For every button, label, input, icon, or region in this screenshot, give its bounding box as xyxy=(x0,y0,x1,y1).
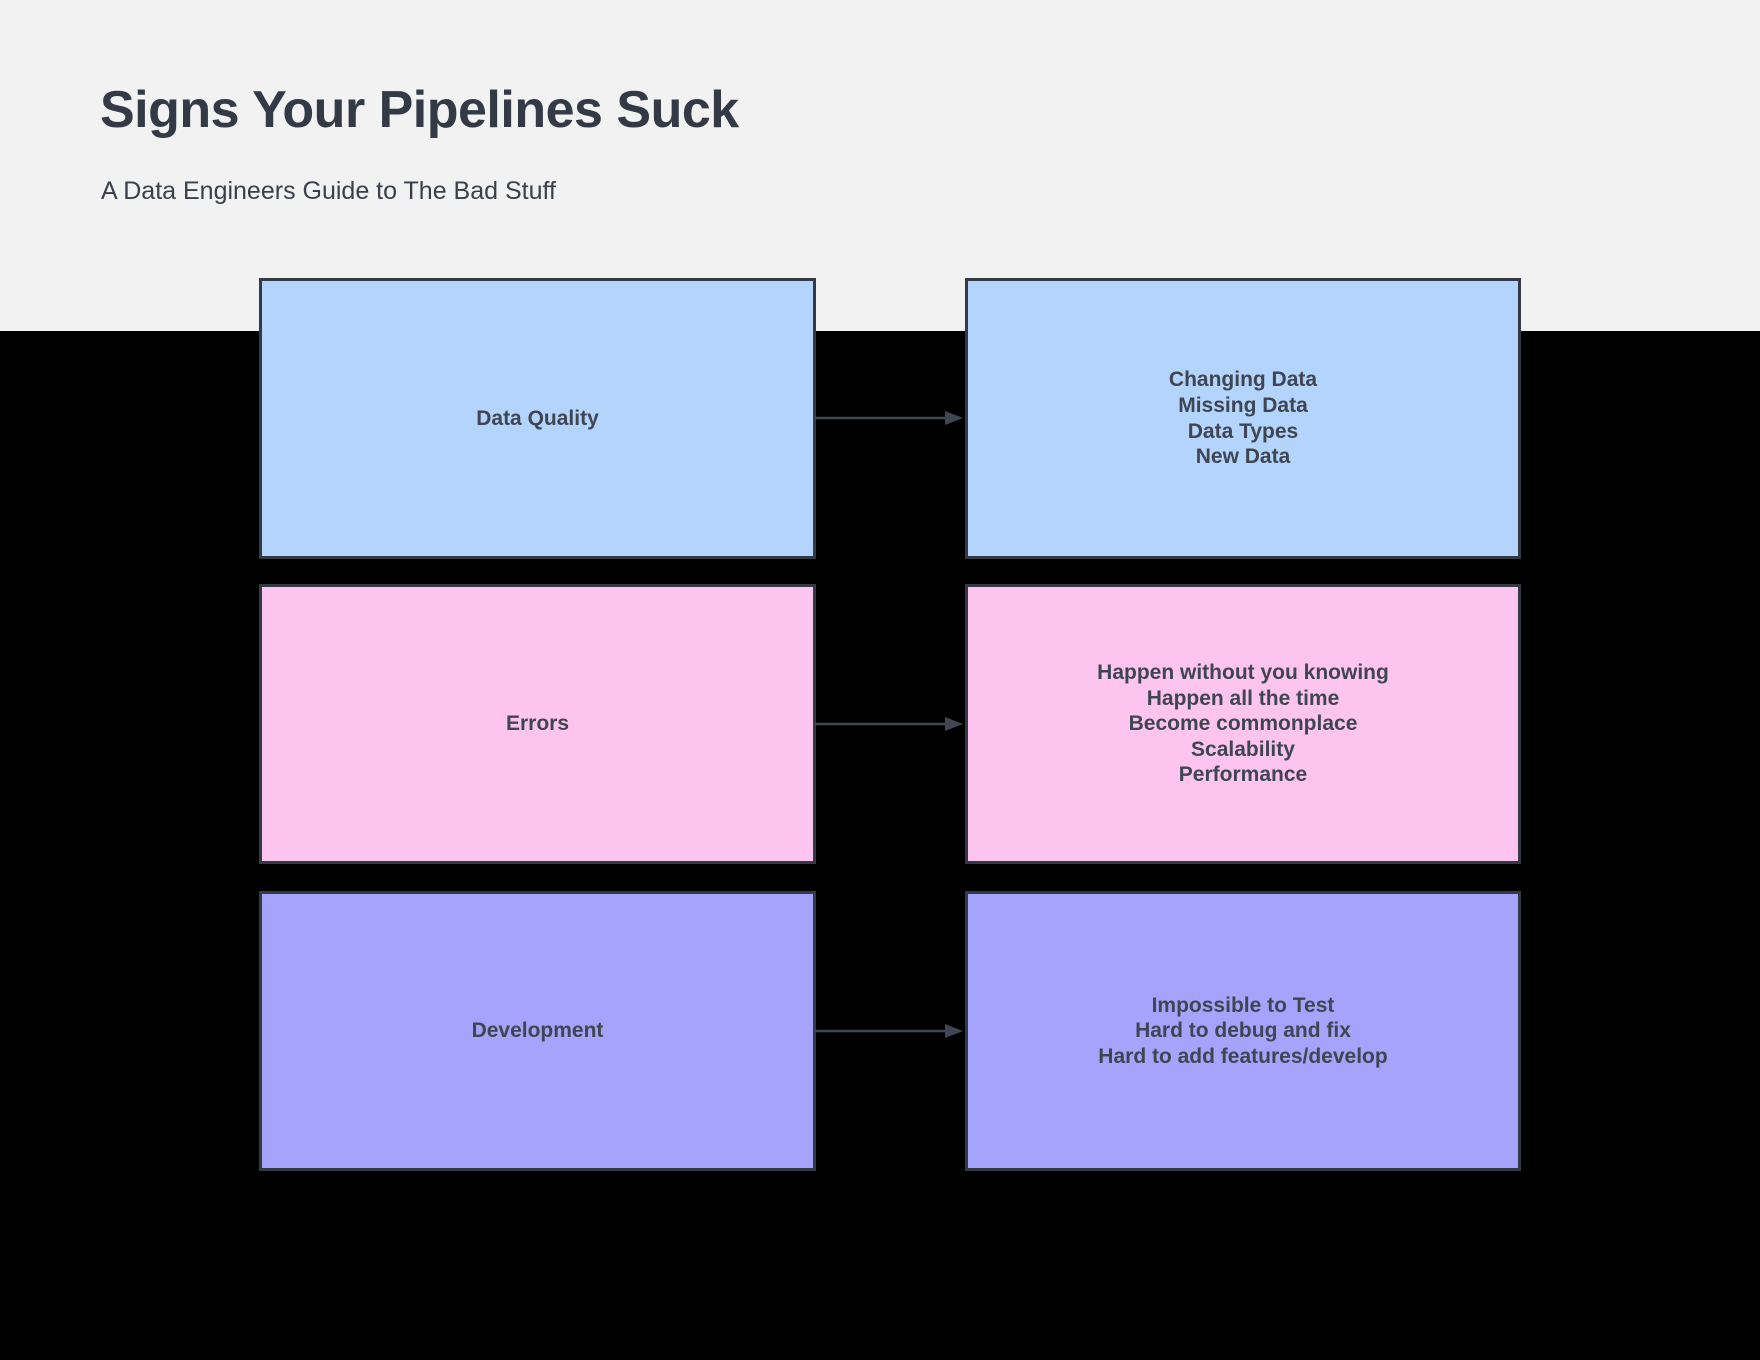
node-development-issues[interactable]: Impossible to Test Hard to debug and fix… xyxy=(965,891,1521,1171)
node-data-quality[interactable]: Data Quality xyxy=(259,278,816,559)
node-errors-issues-label: Happen without you knowing Happen all th… xyxy=(1097,660,1389,787)
edge-errors xyxy=(815,712,965,736)
node-data-quality-issues-label: Changing Data Missing Data Data Types Ne… xyxy=(1168,368,1318,469)
node-development-label: Development xyxy=(471,1019,604,1043)
node-development-issues-label: Impossible to Test Hard to debug and fix… xyxy=(1098,993,1388,1068)
node-development[interactable]: Development xyxy=(259,891,816,1171)
node-errors[interactable]: Errors xyxy=(259,584,816,864)
node-errors-issues[interactable]: Happen without you knowing Happen all th… xyxy=(965,584,1521,864)
header-band xyxy=(0,0,1760,331)
edge-data-quality xyxy=(815,406,965,430)
node-errors-label: Errors xyxy=(505,712,570,736)
node-data-quality-label: Data Quality xyxy=(476,406,599,430)
node-data-quality-issues[interactable]: Changing Data Missing Data Data Types Ne… xyxy=(965,278,1521,559)
edge-development xyxy=(815,1019,965,1043)
page-title: Signs Your Pipelines Suck xyxy=(100,81,739,139)
page-subtitle: A Data Engineers Guide to The Bad Stuff xyxy=(101,177,556,205)
